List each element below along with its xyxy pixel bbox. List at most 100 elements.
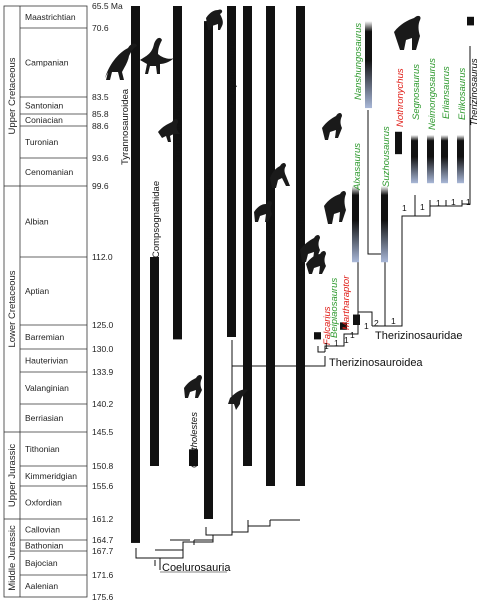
node-marth [343,330,359,340]
ornithomimid-silhouette-icon [140,37,174,74]
node-erlik [461,46,471,205]
taxon-label-suzhousaurus: Suzhousaurus [381,126,392,187]
lineage-label-avialae: Avialae [243,429,254,460]
node-segno [429,200,463,207]
therizinosaur-silhouette-3-icon [306,251,326,274]
therizinosaur-silhouette-1-icon [322,113,342,140]
taxon-bar-erliansaurus [441,134,448,184]
lineage-bars: TyrannosauroideaCompsognathidaeOrnithomi… [120,6,307,543]
therizinosauroidea-label: Therizinosauroidea [329,357,423,369]
stage-label-bathonian: Bathonian [25,541,64,551]
taxon-label-therizinosaurus: Therizinosaurus [469,58,480,126]
lineage-bar-compsognathidae [150,257,159,466]
branch-maniraptora [170,535,214,550]
clade-labels: Coelurosauria Therizinosauroidea Therizi… [160,330,462,574]
node-support-value: 1 [344,335,349,345]
ornitholestes-silhouette-icon [184,375,202,398]
taxon-bar-therizinosaurus [467,16,474,26]
age-tick-label: 83.5 [92,92,109,102]
taxon-bar-alxasaurus [352,186,359,263]
therizinosaur-silhouette-4-icon [394,15,421,50]
stage-label-coniacian: Coniacian [25,115,63,125]
age-tick-label: 70.6 [92,23,109,33]
node-alxa [357,255,373,330]
lineage-bar-oviraptorosauria [227,6,236,337]
age-tick-label: 140.2 [92,399,114,409]
coelurosauria-branch [135,548,184,570]
therizinosaur-silhouette-2-icon [324,191,346,224]
node-suzhou [372,226,403,327]
coelurosauria-label: Coelurosauria [162,562,231,574]
stage-label-kimmeridgian: Kimmeridgian [25,471,77,481]
lineage-bar-alvarezsauroidea [204,21,213,519]
epoch-label-upper-jurassic: Upper Jurassic [7,444,18,508]
taxon-label-segnosaurus: Segnosaurus [411,64,422,120]
node-support-value: 1 [420,202,425,212]
stage-label-berriasian: Berriasian [25,413,64,423]
taxon-label-neimongosaurus: Neimongosaurus [427,58,438,130]
stage-label-callovian: Callovian [25,525,60,535]
stage-label-aalenian: Aalenian [25,581,58,591]
tyrannosaur-silhouette-icon [105,43,137,80]
alvarezsaur-silhouette-icon [206,9,223,31]
lineage-bar-avialae [243,6,252,466]
stage-label-hauterivian: Hauterivian [25,356,68,366]
stage-label-turonian: Turonian [25,137,59,147]
age-tick-label: 112.0 [92,252,113,262]
stage-column: MaastrichtianCampanianSantonianConiacian… [20,12,87,591]
lineage-bar-ornithomimosauria [173,6,182,340]
lineage-bar-dromaeosauridae [296,6,305,486]
age-tick-label: 171.6 [92,570,114,580]
compsognathid-silhouette-icon [158,119,180,142]
therizinosauridae-label: Therizinosauridae [375,330,462,342]
stage-label-campanian: Campanian [25,58,69,68]
troodont-silhouette-icon [254,201,272,222]
bird-silhouette-icon [228,389,248,410]
age-tick-labels: 65.5 Ma70.683.585.888.693.699.6112.0125.… [92,1,123,602]
age-tick-label: 130.0 [92,344,114,354]
taxon-bar-beipiaosaurus [340,322,347,330]
lineage-label-ornitholestes: Ornitholestes [189,412,200,468]
age-tick-label: 99.6 [92,181,109,191]
age-tick-label: 85.8 [92,109,109,119]
node-beipiao [324,340,345,352]
taxon-bar-nothronychus [395,131,402,155]
taxon-bar-suzhousaurus [381,186,388,263]
taxon-bar-martharaptor [353,314,360,325]
node-support-value: 1 [350,330,355,340]
node-support-value: 1 [451,197,456,207]
taxon-label-martharaptor: Martharaptor [341,275,352,330]
branch-compso-orni [154,549,183,566]
lineage-bar-ornitholestes [189,449,198,466]
taxon-label-falcarius: Falcarius [322,306,333,345]
age-tick-label: 155.6 [92,481,114,491]
taxon-label-erlikosaurus: Erlikosaurus [457,67,468,120]
lineage-label-ornithomimosauria: Ornithomimosauria [173,81,184,162]
branch-ornitholestes [193,539,213,545]
taxon-label-erliansaurus: Erliansaurus [441,66,452,119]
branch-paraves [232,519,300,533]
age-tick-label: 133.9 [92,367,114,377]
age-tick-label: 175.6 [92,592,114,602]
node-support-value: 1 [402,203,407,213]
taxon-bar-erlikosaurus [457,134,464,184]
branch-oviraptor-theriz [231,356,326,532]
taxon-bar-nanshungosaurus [365,21,372,109]
age-tick-label: 125.0 [92,320,114,330]
stage-label-valanginian: Valanginian [25,383,69,393]
stage-label-oxfordian: Oxfordian [25,498,62,508]
node-support-value: 1 [436,198,441,208]
lineage-label-oviraptorosauria: Oviraptorosauria [227,39,238,110]
node-support-value: 1 [364,321,369,331]
epoch-label-lower-cretaceous: Lower Cretaceous [7,270,18,347]
node-support-value: 1 [324,341,329,351]
node-support-value: 1 [334,338,339,348]
epoch-label-middle-jurassic: Middle Jurassic [7,525,18,591]
taxon-bar-segnosaurus [411,134,418,184]
stage-label-maastrichtian: Maastrichtian [25,12,76,22]
lineage-label-compsognathidae: Compsognathidae [151,181,162,258]
time-scale-frame [3,5,88,598]
